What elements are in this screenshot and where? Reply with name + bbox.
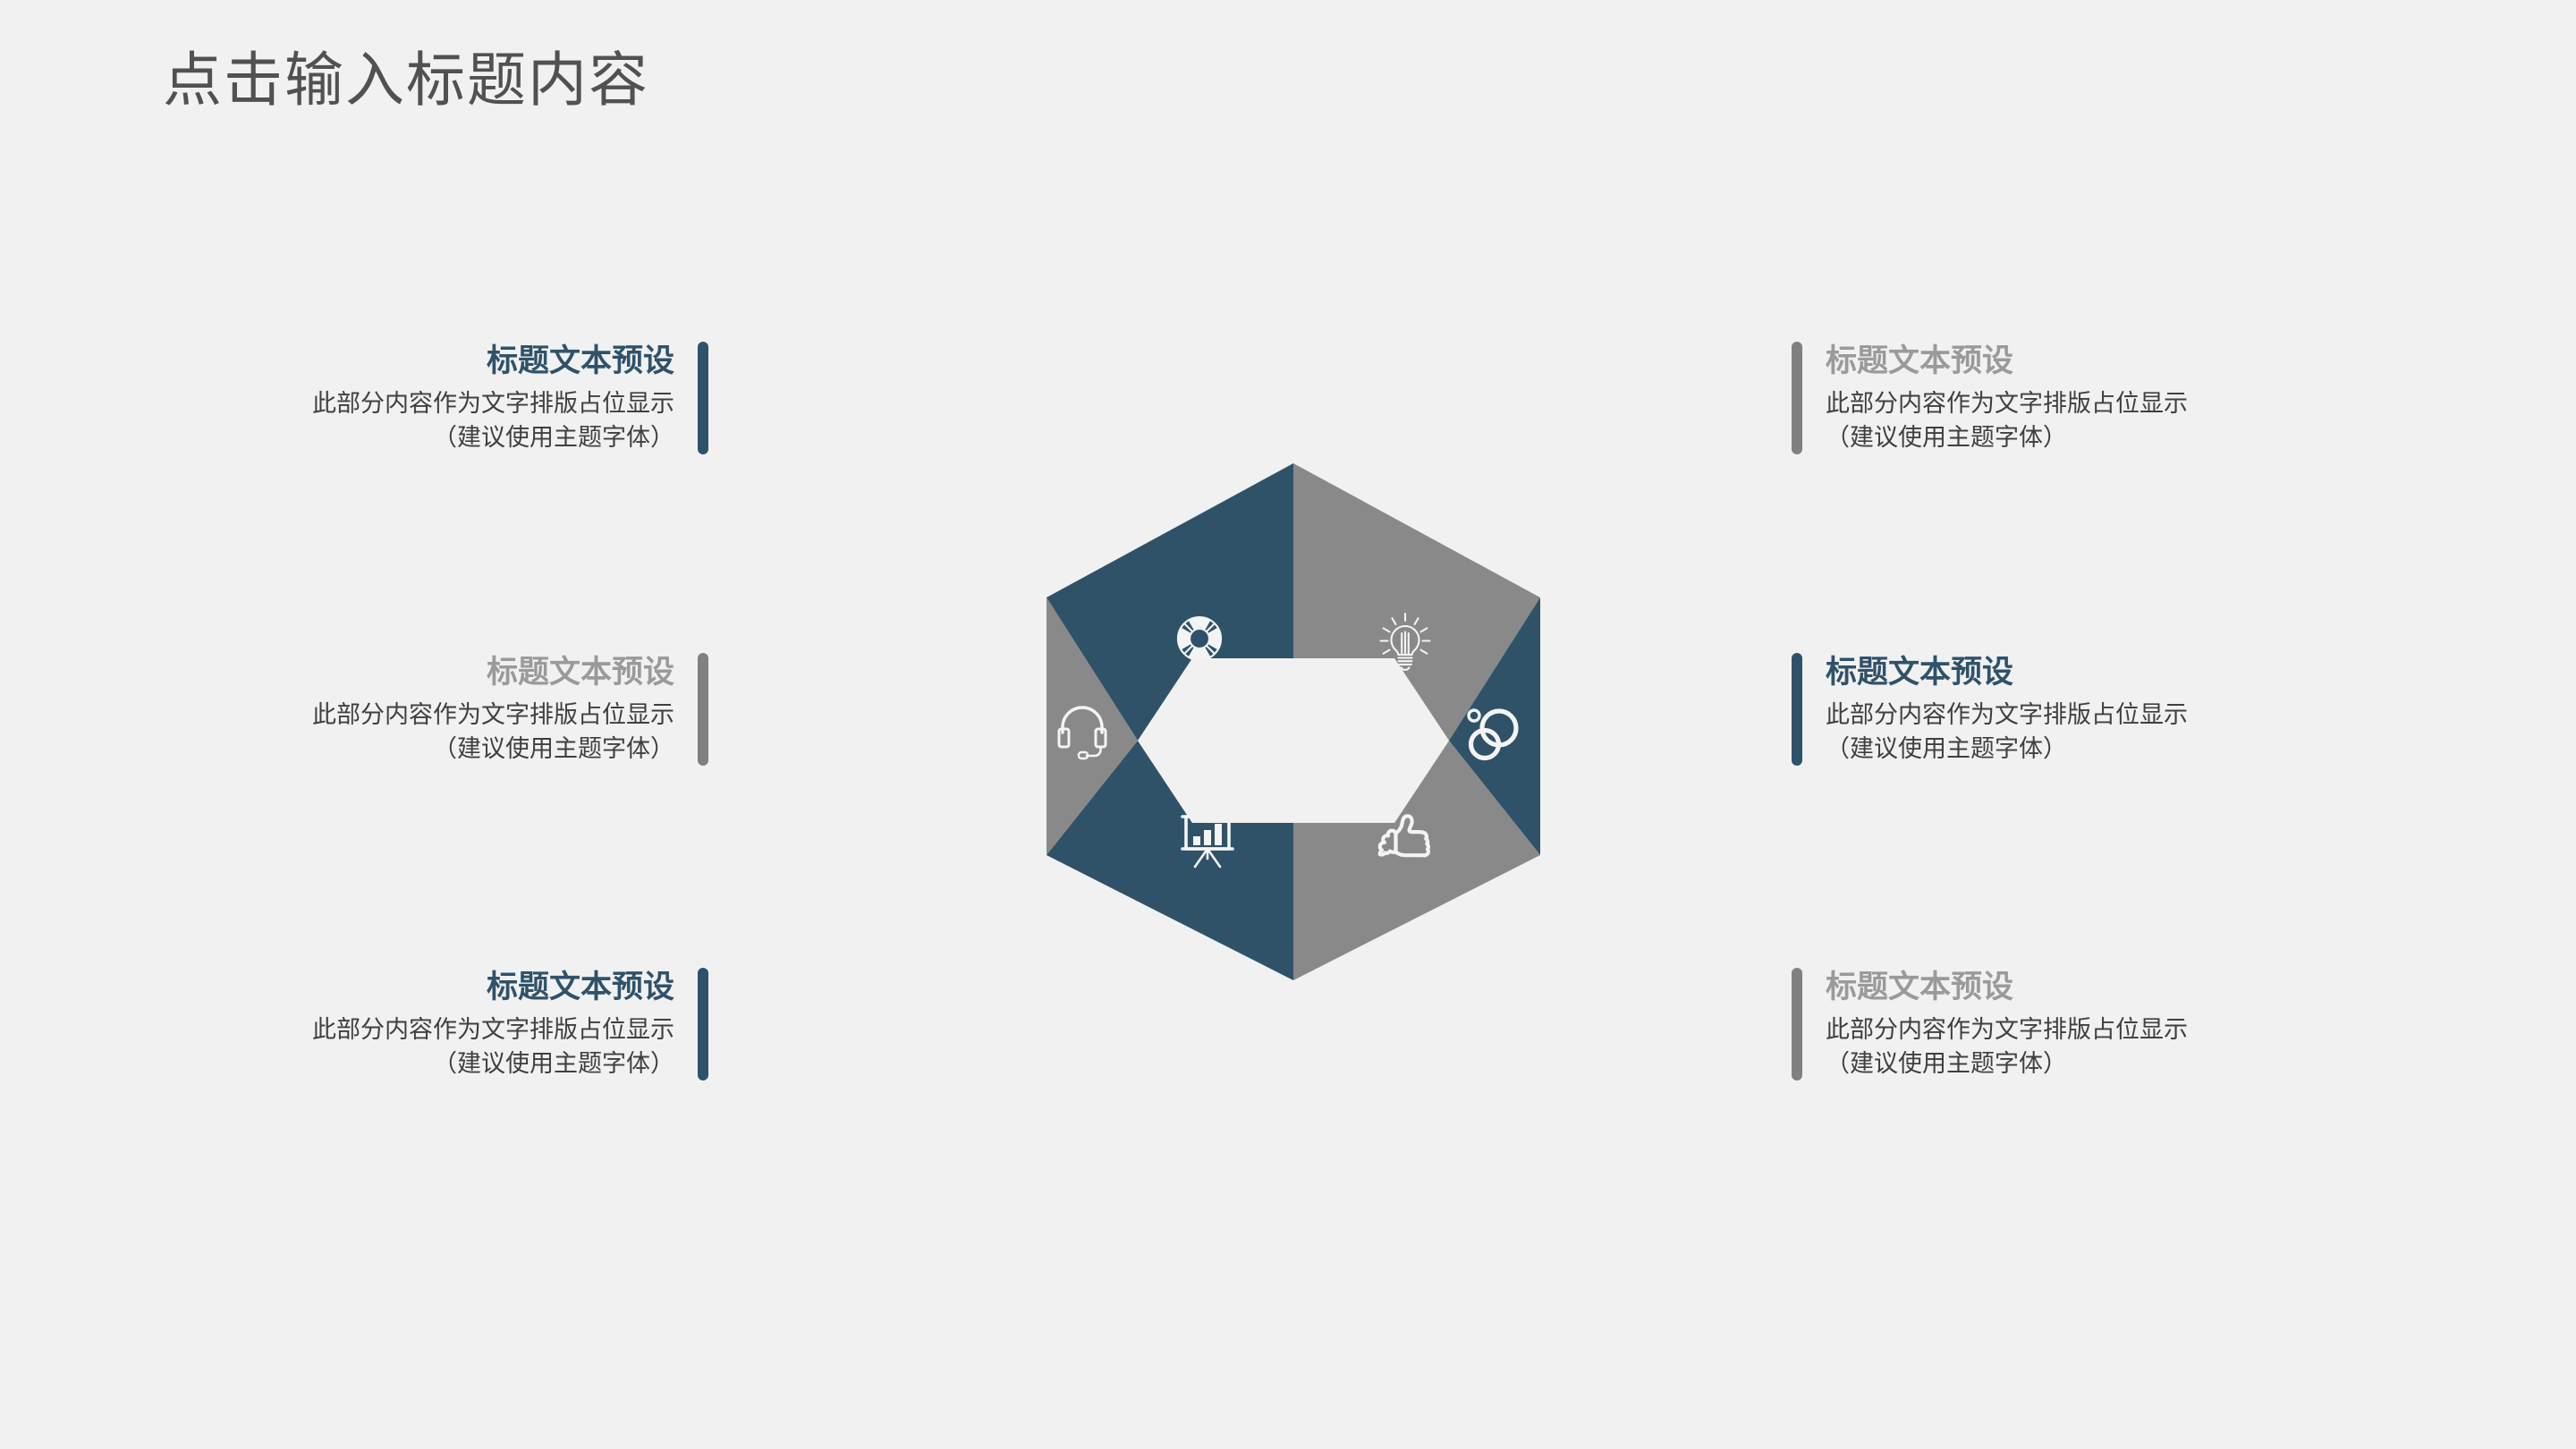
text-block-copy: 标题文本预设 此部分内容作为文字排版占位显示 （建议使用主题字体） [1802, 968, 2337, 1080]
accent-bar [1792, 968, 1802, 1081]
accent-bar [698, 968, 708, 1081]
accent-bar [698, 342, 708, 455]
block-title: 标题文本预设 [1826, 970, 2014, 1004]
accent-bar [1792, 342, 1802, 455]
block-line-1: 此部分内容作为文字排版占位显示 [312, 389, 674, 417]
text-block-right-1[interactable]: 标题文本预设 此部分内容作为文字排版占位显示 （建议使用主题字体） [1792, 342, 2337, 455]
block-title: 标题文本预设 [1826, 343, 2014, 378]
linked-circles-icon [1467, 708, 1519, 761]
hex-segment-bottom-right[interactable] [1293, 741, 1540, 980]
hex-segment-left[interactable] [1046, 597, 1138, 855]
thumbs-up-icon [1377, 814, 1430, 858]
block-line-1: 此部分内容作为文字排版占位显示 [312, 1015, 674, 1043]
hex-segment-shape [1449, 597, 1540, 855]
text-block-left-1[interactable]: 标题文本预设 此部分内容作为文字排版占位显示 （建议使用主题字体） [163, 342, 708, 455]
text-block-copy: 标题文本预设 此部分内容作为文字排版占位显示 （建议使用主题字体） [1802, 653, 2337, 766]
block-line-1: 此部分内容作为文字排版占位显示 [1826, 1015, 2188, 1043]
text-block-copy: 标题文本预设 此部分内容作为文字排版占位显示 （建议使用主题字体） [163, 968, 698, 1080]
hex-segment-shape [1046, 463, 1293, 741]
accent-bar [1792, 653, 1802, 767]
hex-segment-top-left[interactable] [1046, 463, 1293, 741]
block-line-2: （建议使用主题字体） [433, 424, 674, 452]
block-line-2: （建议使用主题字体） [1826, 1050, 2067, 1078]
block-line-2: （建议使用主题字体） [433, 1050, 674, 1078]
accent-bar [698, 653, 708, 767]
page-title: 点击输入标题内容 [163, 47, 649, 113]
hex-segment-shape [1046, 597, 1138, 855]
hex-segment-right[interactable] [1449, 597, 1540, 855]
block-title: 标题文本预设 [1826, 655, 2014, 690]
text-block-right-2[interactable]: 标题文本预设 此部分内容作为文字排版占位显示 （建议使用主题字体） [1792, 653, 2337, 767]
block-line-2: （建议使用主题字体） [1826, 735, 2067, 763]
hex-segment-bottom-left[interactable] [1046, 741, 1293, 980]
block-title: 标题文本预设 [486, 655, 674, 690]
hex-segment-top-right[interactable] [1293, 463, 1540, 741]
hex-segment-shape [1046, 741, 1293, 980]
hexagon-core [1138, 658, 1449, 823]
text-block-right-3[interactable]: 标题文本预设 此部分内容作为文字排版占位显示 （建议使用主题字体） [1792, 968, 2337, 1081]
headset-icon [1057, 706, 1107, 760]
text-block-copy: 标题文本预设 此部分内容作为文字排版占位显示 （建议使用主题字体） [163, 342, 698, 454]
hexagon-donut-diagram [1038, 454, 1549, 989]
lightbulb-icon [1379, 612, 1431, 671]
text-block-left-2[interactable]: 标题文本预设 此部分内容作为文字排版占位显示 （建议使用主题字体） [163, 653, 708, 767]
hex-segment-shape [1293, 463, 1540, 741]
block-line-2: （建议使用主题字体） [433, 735, 674, 763]
block-title: 标题文本预设 [486, 343, 674, 378]
block-line-1: 此部分内容作为文字排版占位显示 [312, 700, 674, 728]
block-line-2: （建议使用主题字体） [1826, 424, 2067, 452]
block-line-1: 此部分内容作为文字排版占位显示 [1826, 389, 2188, 417]
text-block-copy: 标题文本预设 此部分内容作为文字排版占位显示 （建议使用主题字体） [1802, 342, 2337, 454]
block-title: 标题文本预设 [486, 970, 674, 1004]
hex-segment-shape [1293, 741, 1540, 980]
text-block-left-3[interactable]: 标题文本预设 此部分内容作为文字排版占位显示 （建议使用主题字体） [163, 968, 708, 1081]
block-line-1: 此部分内容作为文字排版占位显示 [1826, 700, 2188, 728]
text-block-copy: 标题文本预设 此部分内容作为文字排版占位显示 （建议使用主题字体） [163, 653, 698, 766]
